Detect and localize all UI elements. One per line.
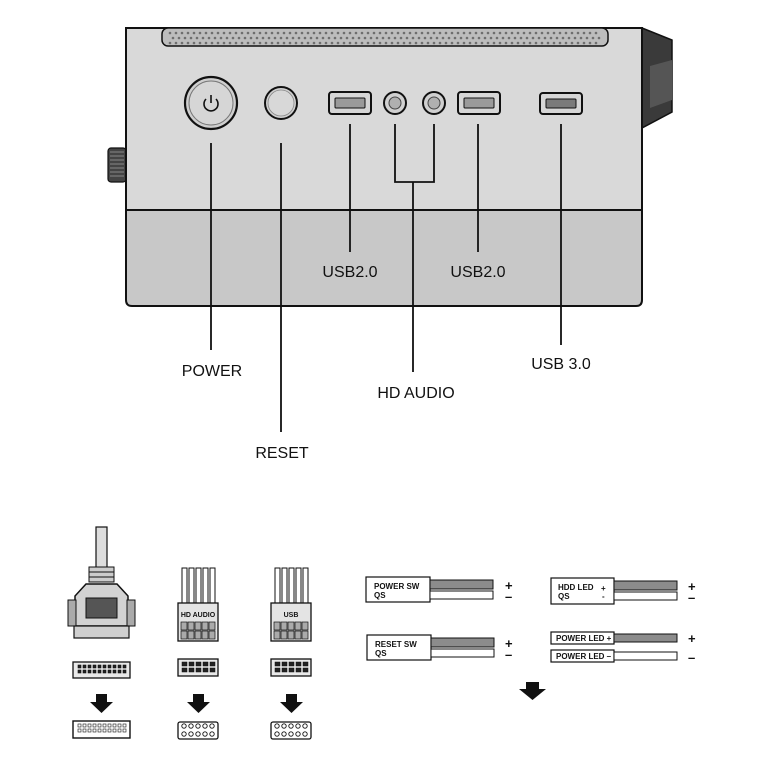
usb2-port-right: [457, 91, 501, 115]
down-arrow-front-panel: [519, 682, 546, 700]
leader-lines: [210, 124, 562, 432]
hdd-led-sub: QS: [558, 592, 570, 601]
hd-audio-header: [177, 721, 219, 740]
usb2-right-label: USB2.0: [450, 264, 505, 281]
usb3-connector: [67, 526, 136, 679]
usb2-header: [270, 721, 312, 740]
mesh-grille: [161, 27, 609, 47]
power-led-plus-label: POWER LED +: [556, 634, 612, 643]
power-sw-connector: POWER SW QS + –: [365, 576, 513, 604]
power-button: [183, 75, 239, 131]
reset-sw-sub: QS: [375, 649, 387, 658]
usb3-label: USB 3.0: [531, 356, 591, 373]
hdd-led-connector: HDD LED QS + - + –: [550, 577, 696, 605]
usb-connector-label: USB: [284, 612, 299, 619]
power-led-minus-label: POWER LED –: [556, 652, 612, 661]
power-led-plus-sign: +: [688, 631, 696, 646]
reset-button: [264, 86, 298, 120]
reset-sw-minus: –: [505, 647, 512, 662]
reset-sw-label: RESET SW: [375, 640, 417, 649]
down-arrow-usb2: [280, 694, 303, 713]
power-led-minus-sign: –: [688, 650, 695, 665]
hd-audio-connector-label: HD AUDIO: [181, 612, 216, 619]
hdd-led-label: HDD LED: [558, 583, 594, 592]
audio-jack-mic: [422, 91, 446, 115]
side-knob: [107, 147, 127, 183]
power-icon: [203, 95, 219, 112]
hd-audio-label: HD AUDIO: [377, 385, 454, 402]
power-led-minus-connector: POWER LED – –: [550, 649, 695, 665]
hdd-led-minus: –: [688, 590, 695, 605]
usb3-header: [72, 720, 131, 739]
hdd-led-inner-plus: +: [601, 584, 606, 593]
hdd-led-inner-minus: -: [602, 592, 605, 601]
usb2-connector: USB: [270, 567, 312, 677]
power-label: POWER: [182, 363, 242, 380]
usb2-port-left: [328, 91, 372, 115]
usb3-port: [539, 92, 583, 115]
down-arrow-hd-audio: [187, 694, 210, 713]
power-sw-minus: –: [505, 589, 512, 604]
down-arrow-usb3: [90, 694, 113, 713]
front-panel: [107, 26, 673, 307]
hdd-led-plus: +: [688, 579, 696, 594]
hd-audio-connector: HD AUDIO: [177, 567, 219, 677]
power-sw-sub: QS: [374, 591, 386, 600]
reset-label: RESET: [255, 445, 309, 462]
audio-jack-headphone: [383, 91, 407, 115]
reset-sw-plus: +: [505, 636, 513, 651]
power-sw-label: POWER SW: [374, 582, 420, 591]
power-led-plus-connector: POWER LED + +: [550, 631, 696, 646]
power-sw-plus: +: [505, 578, 513, 593]
usb2-left-label: USB2.0: [322, 264, 377, 281]
reset-sw-connector: RESET SW QS + –: [366, 634, 513, 662]
